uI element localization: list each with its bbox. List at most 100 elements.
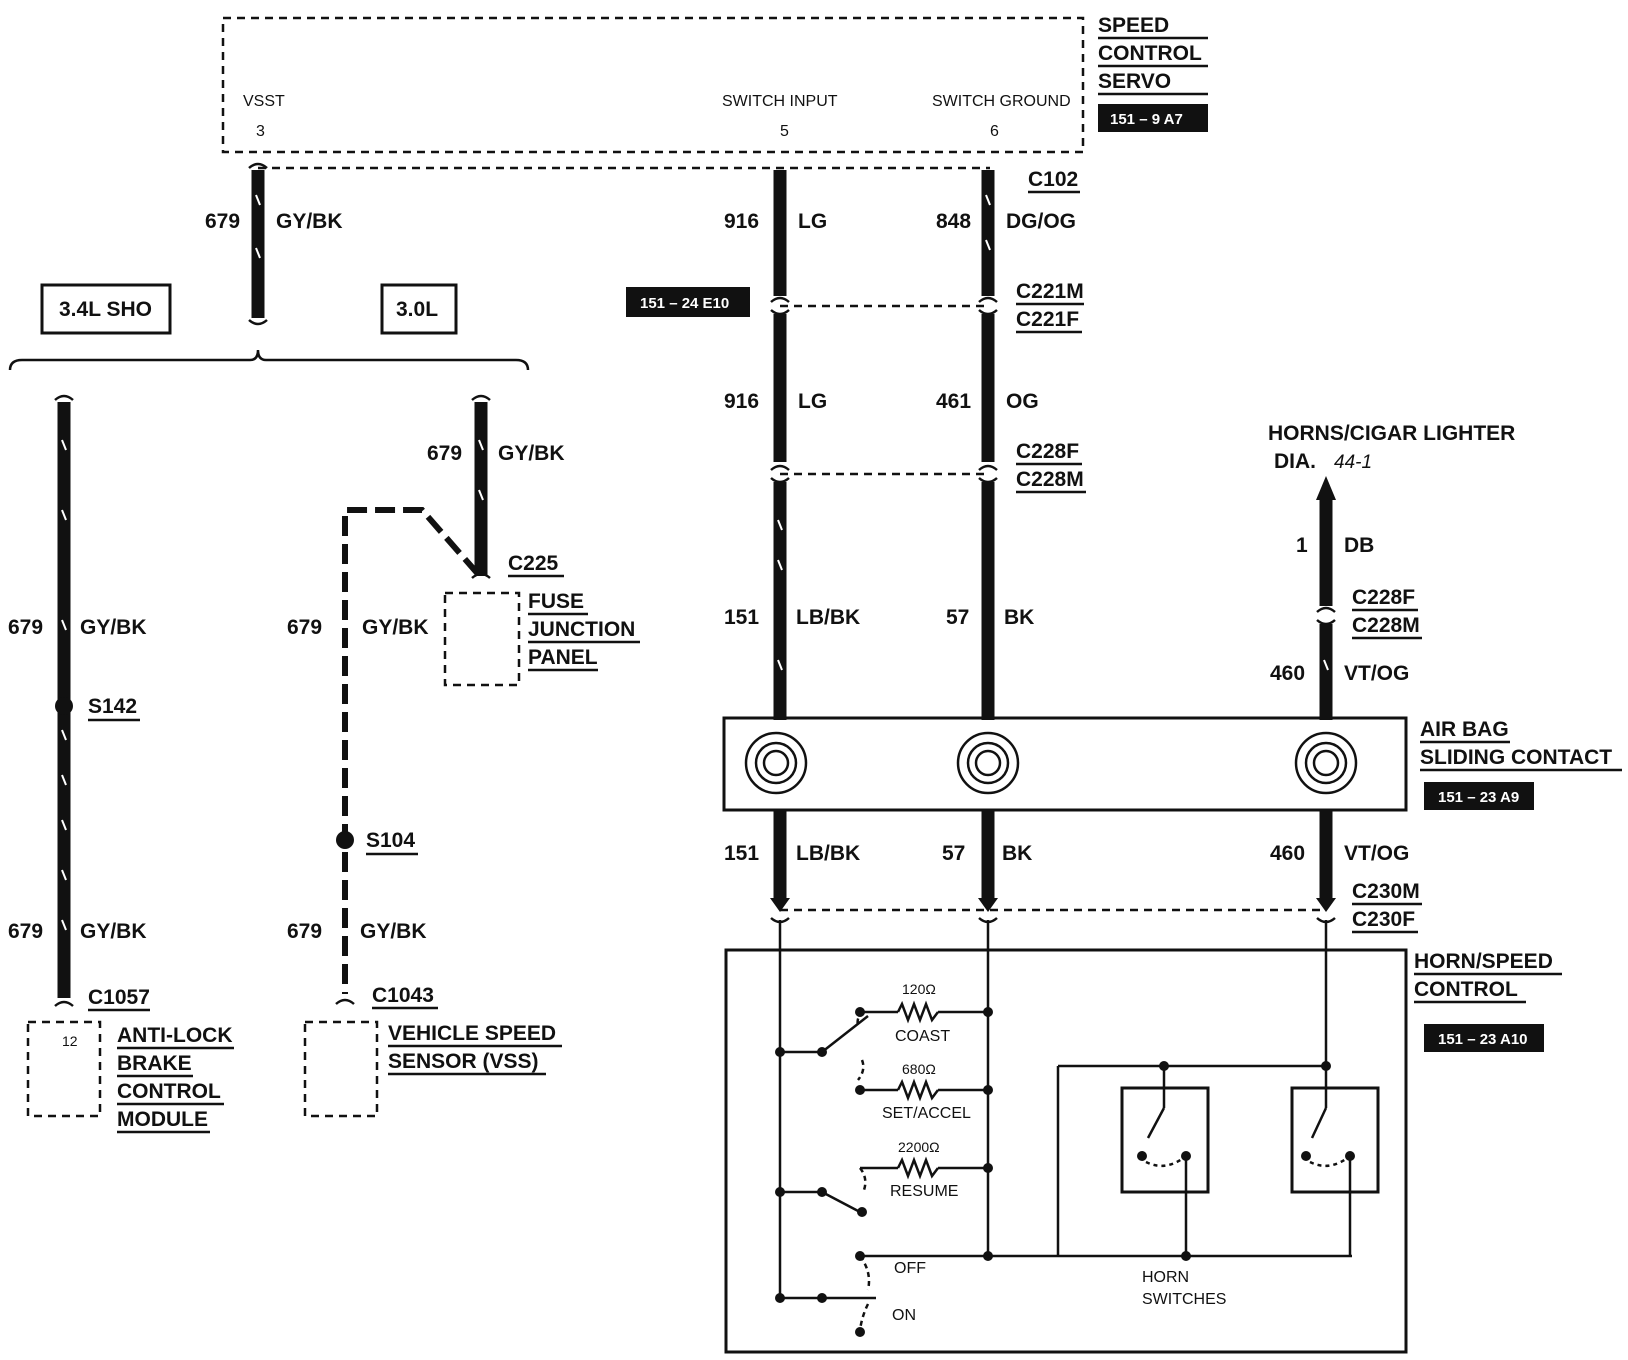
wire-679-sho-lower-color: GY/BK <box>80 920 147 943</box>
abs-label-2: BRAKE <box>117 1052 192 1075</box>
wire-679-abs <box>54 394 74 1007</box>
horns-dia-ref: 44-1 <box>1334 452 1372 473</box>
airbag-label-1: AIR BAG <box>1420 718 1509 741</box>
resume-label: RESUME <box>890 1183 958 1200</box>
wire-151-lower <box>770 810 790 924</box>
splice-s104-label: S104 <box>366 829 415 852</box>
wire-460-lower <box>1316 810 1336 924</box>
wire-461-number: 461 <box>936 390 971 413</box>
wire-679-30l-mid-number: 679 <box>287 616 322 639</box>
c225-label: C225 <box>508 552 559 575</box>
airbag-label-2: SLIDING CONTACT <box>1420 746 1612 769</box>
horn-switch-2-icon <box>1290 1066 1380 1256</box>
vss-box <box>303 1020 379 1118</box>
servo-title-line-1: SPEED <box>1098 14 1169 37</box>
horns-dia: DIA. <box>1274 450 1316 473</box>
servo-ref-label: 151 – 9 A7 <box>1110 111 1183 128</box>
horn-switches-label-1: HORN <box>1142 1269 1189 1286</box>
set-accel-label: SET/ACCEL <box>882 1105 971 1122</box>
wire-916-lower-color: LG <box>798 390 827 413</box>
vss-label-1: VEHICLE SPEED <box>388 1022 556 1045</box>
horn-speed-label-1: HORN/SPEED <box>1414 950 1553 973</box>
c221m-label: C221M <box>1016 280 1084 303</box>
airbag-ref-badge <box>1424 782 1534 810</box>
wire-1-number: 1 <box>1296 534 1308 557</box>
c230f-label: C230F <box>1352 908 1415 931</box>
wire-679-30l-upper-number: 679 <box>427 442 462 465</box>
wire-679-servo <box>248 162 268 326</box>
horns-c228m-label: C228M <box>1352 614 1420 637</box>
servo-title-line-3: SERVO <box>1098 70 1171 93</box>
servo-title-line-2: CONTROL <box>1098 42 1202 65</box>
fuse-junction-panel-box <box>443 591 521 687</box>
airbag-coil-2-icon <box>956 731 1020 795</box>
wire-679-number: 679 <box>205 210 240 233</box>
airbag-coil-1-icon <box>744 731 808 795</box>
wire-679-sho-color: GY/BK <box>80 616 147 639</box>
pin-vsst-number: 3 <box>256 123 265 140</box>
pin-vsst-label: VSST <box>243 93 285 110</box>
pin-switch-input-number: 5 <box>780 123 789 140</box>
wire-57-color: BK <box>1004 606 1034 629</box>
wire-848-color: DG/OG <box>1006 210 1076 233</box>
wire-848-number: 848 <box>936 210 971 233</box>
airbag-sliding-contact-box <box>722 716 1408 812</box>
wire-151-lower-number: 151 <box>724 842 759 865</box>
horn-switch-1-icon <box>1120 1066 1210 1256</box>
wire-151-number: 151 <box>724 606 759 629</box>
horn-speed-control-box <box>724 948 1408 1354</box>
airbag-ref-label: 151 – 23 A9 <box>1438 789 1519 806</box>
wire-switch-ground <box>978 170 998 720</box>
engine-sho-box <box>40 283 172 335</box>
wire-679-30l-upper-color: GY/BK <box>498 442 565 465</box>
on-label: ON <box>892 1307 916 1324</box>
c221-ref-badge <box>626 287 750 317</box>
engine-brace <box>8 349 530 371</box>
horns-c228f-label: C228F <box>1352 586 1415 609</box>
c228m-label: C228M <box>1016 468 1084 491</box>
engine-sho-label: 3.4L SHO <box>59 298 152 321</box>
wire-679-vss <box>335 507 481 1005</box>
coast-label: COAST <box>895 1028 950 1045</box>
fuse-panel-label-3: PANEL <box>528 646 598 669</box>
servo-ref-badge <box>1098 104 1208 132</box>
horns-title: HORNS/CIGAR LIGHTER <box>1268 422 1515 445</box>
fuse-panel-label-2: JUNCTION <box>528 618 635 641</box>
wire-916-lower-number: 916 <box>724 390 759 413</box>
wire-460-lower-number: 460 <box>1270 842 1305 865</box>
wire-679-sho-number: 679 <box>8 616 43 639</box>
speed-control-servo: VSST 3 SWITCH INPUT 5 SWITCH GROUND 6 <box>221 16 1085 154</box>
c1057-label: C1057 <box>88 986 150 1009</box>
c102-label: C102 <box>1028 168 1078 191</box>
abs-label-4: MODULE <box>117 1108 208 1131</box>
vss-label-2: SENSOR (VSS) <box>388 1050 539 1073</box>
wire-460-color: VT/OG <box>1344 662 1409 685</box>
c230m-label: C230M <box>1352 880 1420 903</box>
wire-151-color: LB/BK <box>796 606 860 629</box>
horn-ref-badge <box>1424 1024 1544 1052</box>
pin-switch-input-label: SWITCH INPUT <box>722 93 838 110</box>
horn-speed-label-2: CONTROL <box>1414 978 1518 1001</box>
splice-s142-label: S142 <box>88 695 137 718</box>
wire-461-color: OG <box>1006 390 1039 413</box>
wire-460-lower-color: VT/OG <box>1344 842 1409 865</box>
wire-horns <box>1316 476 1336 720</box>
wire-460-number: 460 <box>1270 662 1305 685</box>
horn-switches-label-2: SWITCHES <box>1142 1291 1226 1308</box>
c221f-label: C221F <box>1016 308 1079 331</box>
pin-switch-ground-number: 6 <box>990 123 999 140</box>
horn-ref-label: 151 – 23 A10 <box>1438 1031 1528 1048</box>
wire-57-number: 57 <box>946 606 969 629</box>
off-label: OFF <box>894 1260 926 1277</box>
fuse-panel-label-1: FUSE <box>528 590 584 613</box>
wire-916-number: 916 <box>724 210 759 233</box>
resistor-2200-label: 2200Ω <box>898 1139 940 1155</box>
wire-57-lower-color: BK <box>1002 842 1032 865</box>
wire-151-lower-color: LB/BK <box>796 842 860 865</box>
engine-30l-box <box>380 283 458 335</box>
resistor-120-label: 120Ω <box>902 981 936 997</box>
abs-pin: 12 <box>62 1033 78 1049</box>
abs-module-box <box>26 1020 102 1118</box>
wire-679-30l-lower-number: 679 <box>287 920 322 943</box>
